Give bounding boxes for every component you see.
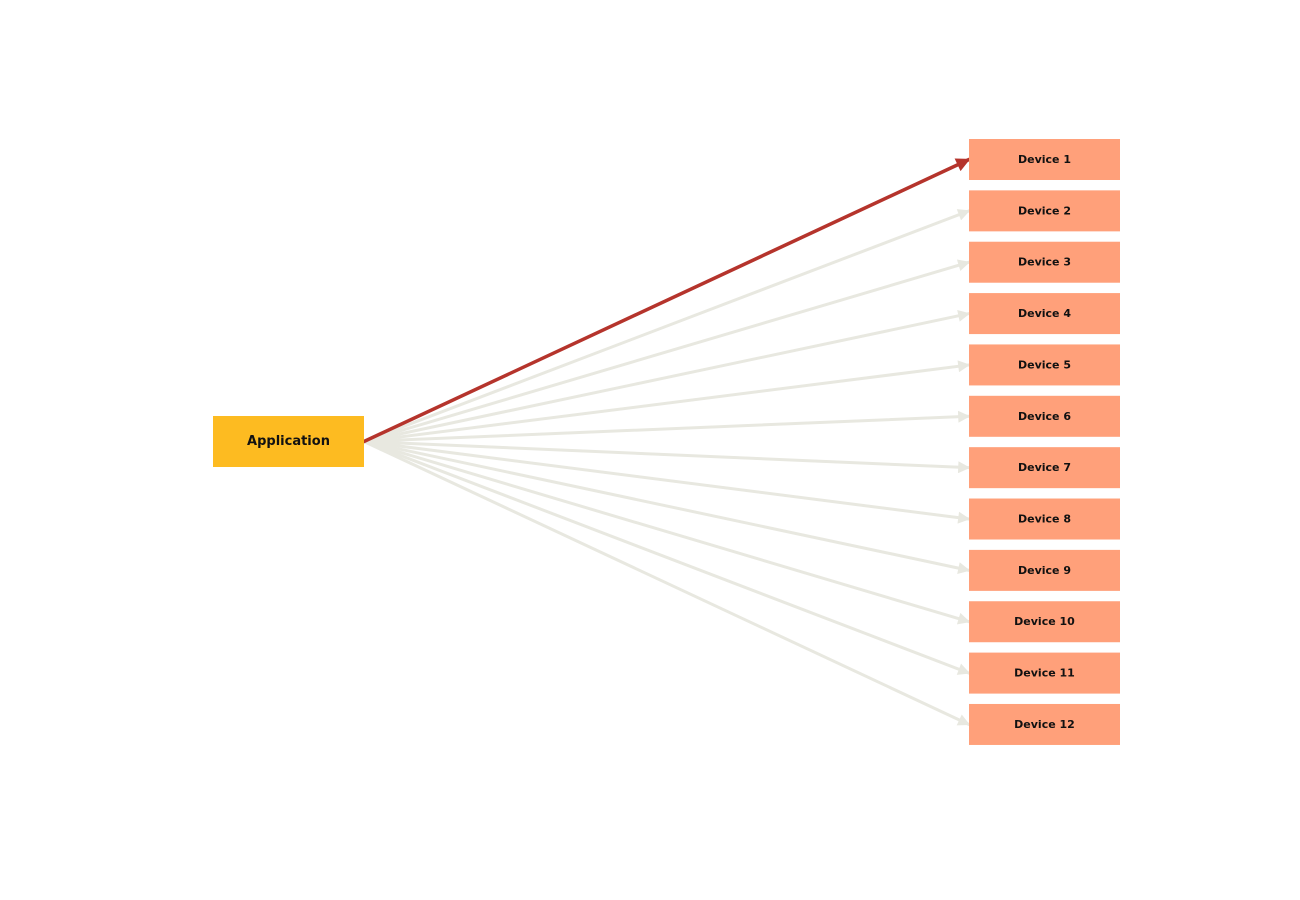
edge-device-11 bbox=[362, 440, 971, 675]
device-node-9[interactable]: Device 9 bbox=[969, 549, 1120, 591]
device-nodes: Device 1 Device 2 Device 3 Device 4 Device 5… bbox=[969, 139, 1120, 745]
source-node[interactable]: Application bbox=[213, 416, 364, 467]
edges-highlighted bbox=[362, 157, 971, 444]
device-node-box[interactable] bbox=[969, 549, 1120, 591]
device-node-box[interactable] bbox=[969, 190, 1120, 232]
edges-dim bbox=[362, 209, 971, 726]
edge-device-1 bbox=[362, 157, 971, 444]
device-node-1[interactable]: Device 1 bbox=[969, 139, 1120, 180]
device-node-box[interactable] bbox=[969, 498, 1120, 540]
device-node-label: Device 3 bbox=[1018, 256, 1071, 269]
source-node-label: Application bbox=[247, 434, 330, 449]
device-node-12[interactable]: Device 12 bbox=[969, 703, 1120, 745]
device-node-8[interactable]: Device 8 bbox=[969, 498, 1120, 540]
device-node-6[interactable]: Device 6 bbox=[969, 395, 1120, 437]
device-node-label: Device 9 bbox=[1018, 564, 1071, 577]
device-node-label: Device 7 bbox=[1018, 461, 1071, 474]
device-node-label: Device 8 bbox=[1018, 513, 1071, 526]
edge-device-10 bbox=[362, 440, 971, 625]
edge-device-6 bbox=[362, 410, 971, 443]
device-node-box[interactable] bbox=[969, 395, 1120, 437]
device-node-label: Device 5 bbox=[1018, 358, 1071, 371]
device-node-box[interactable] bbox=[969, 139, 1120, 180]
device-node-box[interactable] bbox=[969, 447, 1120, 489]
device-node-10[interactable]: Device 10 bbox=[969, 601, 1120, 643]
source-node-box[interactable] bbox=[213, 416, 364, 467]
edge-device-4 bbox=[362, 309, 971, 443]
device-node-label: Device 10 bbox=[1014, 615, 1075, 628]
device-node-7[interactable]: Device 7 bbox=[969, 447, 1120, 489]
device-node-box[interactable] bbox=[969, 241, 1120, 283]
edge-device-9 bbox=[362, 440, 971, 574]
device-node-box[interactable] bbox=[969, 601, 1120, 643]
edge-device-12 bbox=[362, 440, 971, 726]
edge-device-7 bbox=[362, 440, 971, 474]
device-node-box[interactable] bbox=[969, 652, 1120, 694]
device-node-label: Device 2 bbox=[1018, 204, 1071, 217]
device-node-box[interactable] bbox=[969, 703, 1120, 745]
device-node-label: Device 11 bbox=[1014, 667, 1075, 680]
device-node-11[interactable]: Device 11 bbox=[969, 652, 1120, 694]
device-node-5[interactable]: Device 5 bbox=[969, 344, 1120, 386]
device-node-label: Device 12 bbox=[1014, 718, 1075, 731]
device-node-2[interactable]: Device 2 bbox=[969, 190, 1120, 232]
edge-device-2 bbox=[362, 209, 971, 443]
device-node-box[interactable] bbox=[969, 293, 1120, 335]
device-node-label: Device 4 bbox=[1018, 307, 1071, 320]
device-node-box[interactable] bbox=[969, 344, 1120, 386]
device-node-label: Device 6 bbox=[1018, 410, 1071, 423]
device-node-4[interactable]: Device 4 bbox=[969, 293, 1120, 335]
edge-device-5 bbox=[362, 360, 971, 443]
edge-device-8 bbox=[362, 440, 971, 524]
edge-device-3 bbox=[362, 259, 971, 443]
device-node-label: Device 1 bbox=[1018, 153, 1071, 166]
device-node-3[interactable]: Device 3 bbox=[969, 241, 1120, 283]
